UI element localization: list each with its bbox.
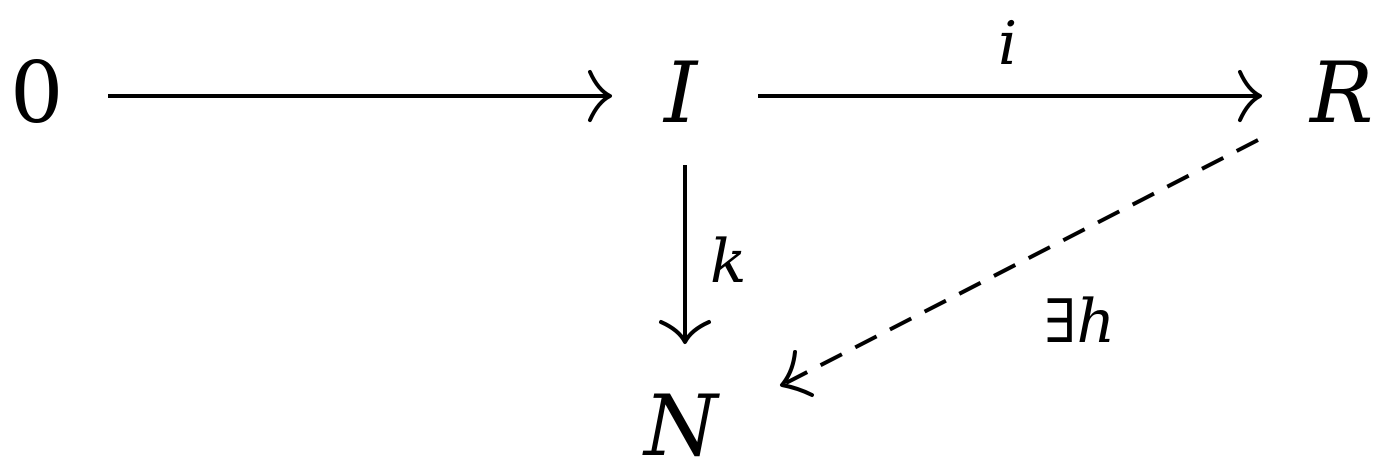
arrow-head-icon xyxy=(1238,70,1262,122)
edge-ideal-to-ring: i xyxy=(758,9,1262,122)
arrow-head-icon xyxy=(588,70,612,122)
edge-ring-to-module-line xyxy=(785,138,1259,385)
node-ideal: I xyxy=(662,44,699,142)
arrow-head-icon xyxy=(659,320,711,344)
node-module: N xyxy=(642,377,720,470)
edge-label-exists-h: ∃h xyxy=(1044,287,1115,357)
arrow-head-icon xyxy=(780,350,814,397)
node-zero: 0 xyxy=(10,44,63,142)
edge-zero-to-ideal xyxy=(108,70,612,122)
edge-label-k: k xyxy=(710,227,746,297)
node-ring: R xyxy=(1308,44,1373,142)
edge-ring-to-module: ∃h xyxy=(780,138,1259,397)
edge-ideal-to-module: k xyxy=(659,165,746,344)
edge-label-i: i xyxy=(998,9,1017,79)
